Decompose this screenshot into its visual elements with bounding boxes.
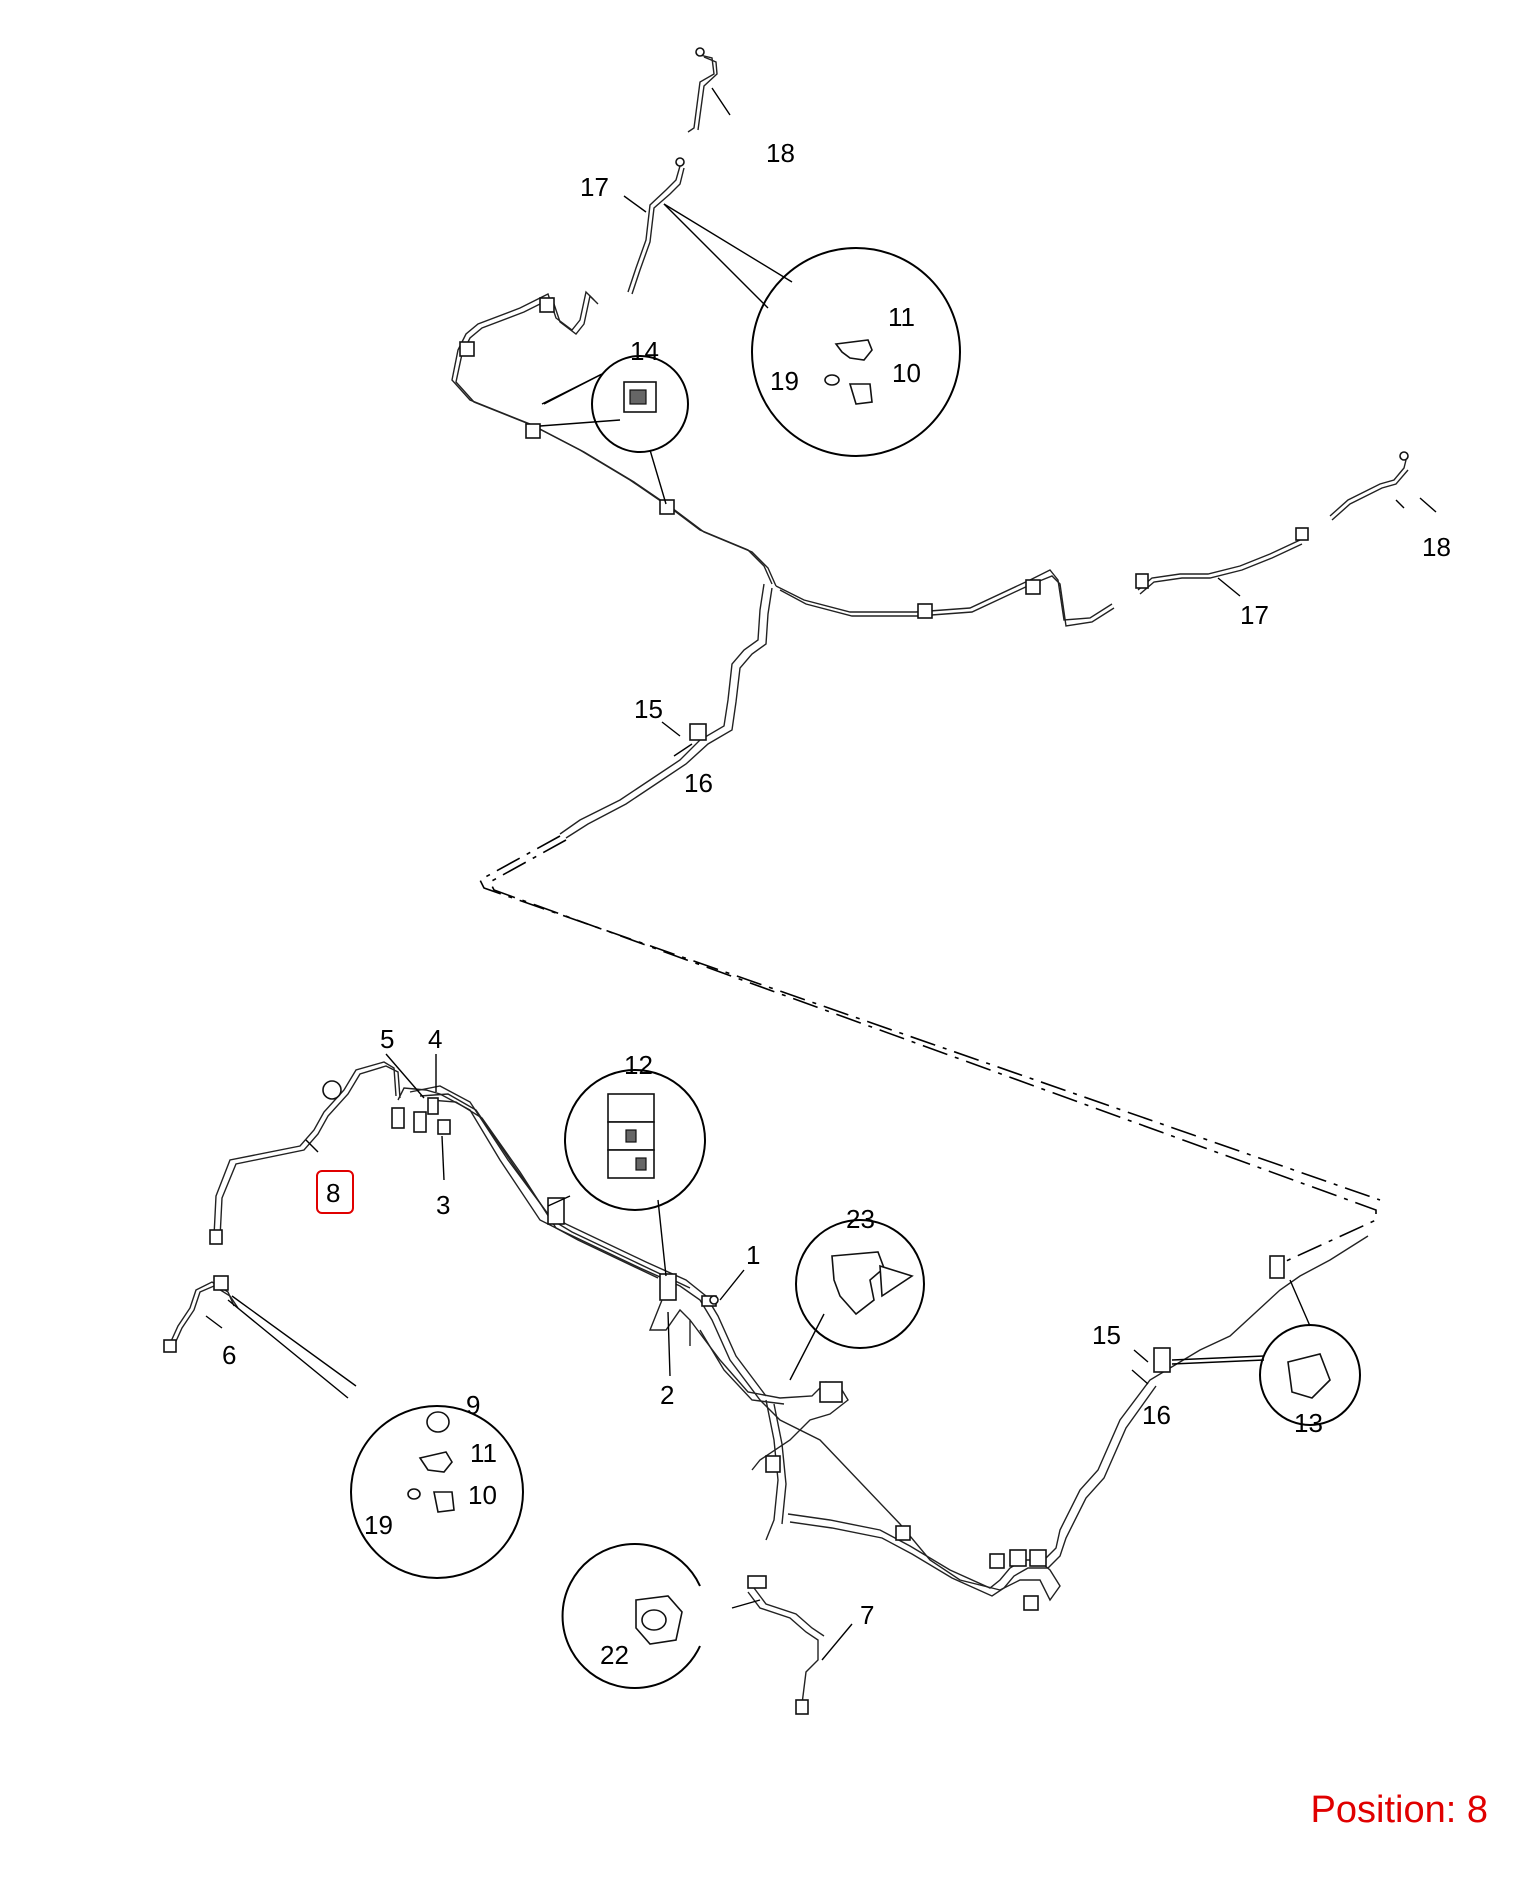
detail-circle-23	[795, 1219, 925, 1349]
detail-circle-9-10-11-19-bottom	[350, 1405, 524, 1579]
callout-1[interactable]: 1	[746, 1240, 760, 1270]
detail-circle-22	[561, 1543, 701, 1689]
callout-18-top[interactable]: 18	[766, 138, 795, 168]
callout-15-bottom[interactable]: 15	[1092, 1320, 1121, 1350]
callout-7[interactable]: 7	[860, 1600, 874, 1630]
callout-23[interactable]: 23	[846, 1204, 875, 1234]
rear-brake-line-assembly	[451, 47, 1409, 1263]
detail-circle-13	[1259, 1324, 1361, 1426]
callout-4[interactable]: 4	[428, 1024, 442, 1054]
detail-circle-10-11-19-top	[751, 247, 961, 457]
callout-10-top[interactable]: 10	[892, 358, 921, 388]
callout-19-bottom[interactable]: 19	[364, 1510, 393, 1540]
position-indicator: Position: 8	[1310, 1789, 1488, 1831]
callout-15-top[interactable]: 15	[634, 694, 663, 724]
callout-22[interactable]: 22	[600, 1640, 629, 1670]
leader-lines	[205, 87, 1437, 1661]
callout-2[interactable]: 2	[660, 1380, 674, 1410]
callout-9[interactable]: 9	[466, 1390, 480, 1420]
callout-11-bottom[interactable]: 11	[470, 1438, 497, 1468]
callout-16-bottom[interactable]: 16	[1142, 1400, 1171, 1430]
detail-circle-14	[591, 355, 689, 453]
callout-10-bottom[interactable]: 10	[468, 1480, 497, 1510]
callout-labels: 18 17 11 19 10 14 18 17 15 16 5 4 3 8 12…	[222, 138, 1451, 1670]
callout-13[interactable]: 13	[1294, 1408, 1323, 1438]
callout-5[interactable]: 5	[380, 1024, 394, 1054]
callout-14[interactable]: 14	[630, 336, 659, 366]
callout-12[interactable]: 12	[624, 1050, 653, 1080]
detail-circle-12	[564, 1069, 706, 1211]
callout-19-top[interactable]: 19	[770, 366, 799, 396]
callout-8[interactable]: 8	[326, 1178, 340, 1208]
front-brake-line-assembly	[163, 1061, 1369, 1715]
callout-18-right[interactable]: 18	[1422, 532, 1451, 562]
selected-callout-highlight	[316, 1170, 354, 1214]
callout-17-top[interactable]: 17	[580, 172, 609, 202]
callout-11-top[interactable]: 11	[888, 302, 915, 332]
callout-3[interactable]: 3	[436, 1190, 450, 1220]
callout-16-top[interactable]: 16	[684, 768, 713, 798]
callout-6[interactable]: 6	[222, 1340, 236, 1370]
callout-17-right[interactable]: 17	[1240, 600, 1269, 630]
